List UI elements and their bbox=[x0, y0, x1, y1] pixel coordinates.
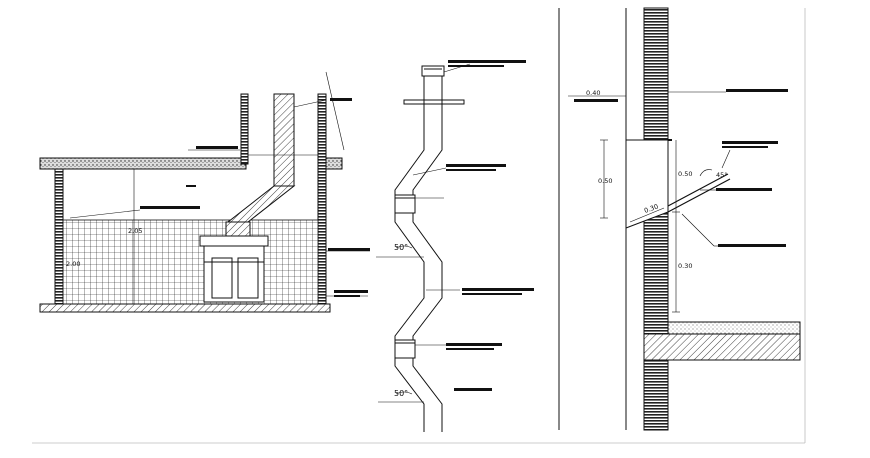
hood bbox=[225, 221, 251, 237]
floor bbox=[39, 303, 331, 313]
right-wall bbox=[317, 93, 327, 307]
flue-wall-right bbox=[412, 76, 443, 432]
flue-cap bbox=[421, 65, 445, 77]
dim-right-upper: 0.50 bbox=[678, 170, 692, 178]
dim-height-1: 2.05 bbox=[128, 227, 142, 235]
left-wall bbox=[54, 168, 64, 307]
flue-wall-left bbox=[394, 76, 425, 432]
angle-lower: 50° bbox=[394, 389, 408, 398]
roof-slab bbox=[39, 157, 247, 170]
dim-top: 0.40 bbox=[586, 89, 600, 97]
flue-section bbox=[376, 60, 534, 432]
exhaust-duct-vertical bbox=[273, 93, 295, 187]
upper-wall-left bbox=[240, 93, 249, 165]
dim-right-lower: 0.30 bbox=[678, 262, 692, 270]
inspection-box-lower bbox=[394, 339, 416, 359]
dim-hood-height: 0.50 bbox=[598, 177, 612, 185]
sheet-frame bbox=[32, 8, 806, 444]
wall-tiles bbox=[62, 219, 319, 307]
angle-upper: 50° bbox=[394, 243, 408, 252]
angle-label: 45° bbox=[716, 171, 728, 179]
floor-finish bbox=[667, 321, 801, 335]
floor-base bbox=[643, 333, 801, 361]
dim-height-2: 2.00 bbox=[66, 260, 80, 268]
inspection-box-upper bbox=[394, 194, 416, 214]
cooker bbox=[199, 235, 269, 303]
hood-detail bbox=[558, 7, 801, 431]
exhaust-duct-diagonal bbox=[226, 185, 296, 223]
roof-slab-right bbox=[325, 157, 343, 170]
kitchen-elevation bbox=[39, 71, 370, 313]
